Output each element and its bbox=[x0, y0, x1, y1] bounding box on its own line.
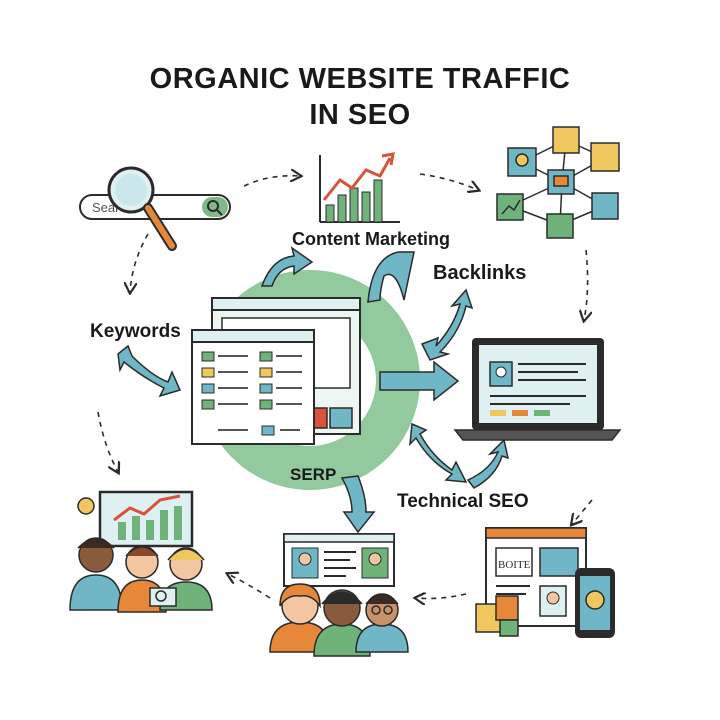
network-icon bbox=[496, 126, 620, 239]
gift-box bbox=[475, 595, 519, 637]
label-serp: SERP bbox=[290, 465, 337, 484]
page-title-line-1: ORGANIC WEBSITE TRAFFIC bbox=[149, 63, 571, 95]
mockup-heading: BOITE bbox=[498, 559, 531, 571]
growth-chart-icon bbox=[319, 152, 400, 223]
label-keywords: Keywords bbox=[90, 321, 181, 342]
magnifier-icon bbox=[107, 166, 177, 251]
laptop-icon bbox=[453, 338, 622, 441]
page-title-line-2: IN SEO bbox=[309, 99, 411, 131]
phone-icon bbox=[575, 568, 615, 638]
label-backlinks: Backlinks bbox=[433, 262, 527, 284]
label-technical-seo: Technical SEO bbox=[397, 491, 529, 512]
search-icon[interactable] bbox=[202, 197, 228, 217]
people-icon bbox=[69, 537, 213, 613]
browser-window-stack bbox=[191, 297, 361, 445]
browser-window-icon: BOITE bbox=[485, 527, 587, 627]
dashed-connectors bbox=[97, 174, 593, 599]
people-icon bbox=[269, 583, 409, 657]
label-content-marketing: Content Marketing bbox=[292, 229, 451, 249]
serp-window bbox=[283, 533, 395, 587]
flow-arrows bbox=[117, 246, 510, 534]
